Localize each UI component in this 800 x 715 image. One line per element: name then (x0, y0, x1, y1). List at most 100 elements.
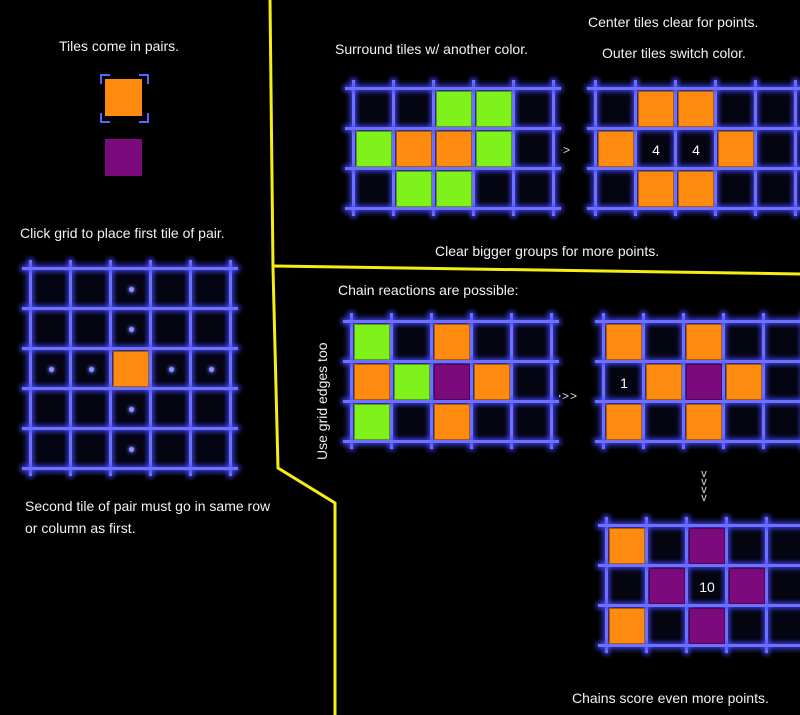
grid-line-vertical (722, 313, 725, 449)
tile-orange (434, 404, 470, 440)
tile-orange (436, 131, 472, 167)
tile-green (476, 131, 512, 167)
grid-line-horizontal (345, 207, 561, 210)
grid-line-vertical (430, 313, 433, 449)
grid-line-vertical (725, 517, 728, 653)
placement-hint-dot[interactable] (88, 366, 94, 372)
tile-green (396, 171, 432, 207)
second-tile-text: Second tile of pair must go in same row … (25, 498, 271, 536)
grid-line-vertical (550, 313, 553, 449)
tile-orange (686, 324, 722, 360)
selection-bracket-bl (100, 113, 110, 123)
grid-line-vertical (605, 517, 608, 653)
score-value: 4 (652, 142, 660, 158)
grid-line-horizontal (22, 267, 238, 270)
score-value: 4 (692, 142, 700, 158)
placement-hint-dot[interactable] (168, 366, 174, 372)
tile-purple (689, 528, 725, 564)
grid-line-vertical (229, 260, 232, 476)
tile-purple (649, 568, 685, 604)
tile-green (354, 324, 390, 360)
placement-hint-dot[interactable] (48, 366, 54, 372)
divider-vertical-top (268, 0, 337, 715)
grid-line-vertical (642, 313, 645, 449)
grid-line-horizontal (587, 207, 800, 210)
grid-chain-step-1 (343, 313, 559, 449)
tile-orange (638, 91, 674, 127)
pair-tile-purple (105, 139, 142, 176)
tile-orange (646, 364, 682, 400)
grid-line-horizontal (587, 87, 800, 90)
grid-line-horizontal (22, 427, 238, 430)
grid-line-vertical (594, 80, 597, 216)
grid-line-vertical (685, 517, 688, 653)
bigger-groups-text: Clear bigger groups for more points. (435, 243, 660, 259)
grid-line-vertical (392, 80, 395, 216)
grid-line-horizontal (343, 320, 559, 323)
grid-line-vertical (432, 80, 435, 216)
grid-line-horizontal (343, 360, 559, 363)
tile-green (356, 131, 392, 167)
grid-line-horizontal (22, 307, 238, 310)
placement-hint-dot[interactable] (208, 366, 214, 372)
grid-line-vertical (682, 313, 685, 449)
tile-purple (689, 608, 725, 644)
surround-text: Surround tiles w/ another color. (335, 41, 528, 57)
grid-line-horizontal (22, 467, 238, 470)
tile-orange (678, 91, 714, 127)
grid-line-horizontal (595, 320, 800, 323)
grid-line-vertical (472, 80, 475, 216)
grid-line-horizontal (598, 564, 800, 567)
tile-orange (606, 404, 642, 440)
grid-line-vertical (512, 80, 515, 216)
grid-line-vertical (29, 260, 32, 476)
grid-line-horizontal (343, 440, 559, 443)
grid-line-vertical (189, 260, 192, 476)
grid-line-horizontal (345, 127, 561, 130)
chain-reactions-text: Chain reactions are possible: (338, 282, 519, 298)
center-clear-text: Center tiles clear for points. (588, 14, 759, 30)
grid-chain-step-3: 10 (598, 517, 800, 653)
placement-hint-dot[interactable] (128, 286, 134, 292)
grid-line-horizontal (598, 524, 800, 527)
grid-line-horizontal (598, 644, 800, 647)
grid-click-placement[interactable] (22, 260, 238, 476)
placement-hint-dot[interactable] (128, 406, 134, 412)
tile-orange (609, 528, 645, 564)
grid-line-horizontal (343, 400, 559, 403)
tile-orange (686, 404, 722, 440)
outer-switch-text: Outer tiles switch color. (602, 45, 746, 61)
tile-orange (474, 364, 510, 400)
placement-hint-dot[interactable] (128, 446, 134, 452)
grid-line-horizontal (587, 127, 800, 130)
score-value: 10 (699, 579, 715, 595)
grid-surround-before (345, 80, 561, 216)
grid-line-vertical (762, 313, 765, 449)
grid-line-vertical (552, 80, 555, 216)
selection-bracket-tr (139, 74, 149, 84)
selection-bracket-br (139, 113, 149, 123)
grid-line-vertical (390, 313, 393, 449)
grid-line-vertical (109, 260, 112, 476)
tile-orange (606, 324, 642, 360)
grid-line-vertical (645, 517, 648, 653)
grid-line-vertical (352, 80, 355, 216)
grid-line-horizontal (595, 440, 800, 443)
tile-purple (686, 364, 722, 400)
placement-hint-dot[interactable] (128, 326, 134, 332)
grid-line-vertical (765, 517, 768, 653)
divider-horizontal (273, 264, 800, 276)
grid-chain-step-2: 1 (595, 313, 800, 449)
tile-green (476, 91, 512, 127)
grid-line-vertical (350, 313, 353, 449)
tile-orange (396, 131, 432, 167)
tile-orange (354, 364, 390, 400)
grid-line-horizontal (345, 167, 561, 170)
grid-line-vertical (794, 80, 797, 216)
grid-line-horizontal (587, 167, 800, 170)
selection-bracket-tl (100, 74, 110, 84)
tile-orange (113, 351, 149, 387)
